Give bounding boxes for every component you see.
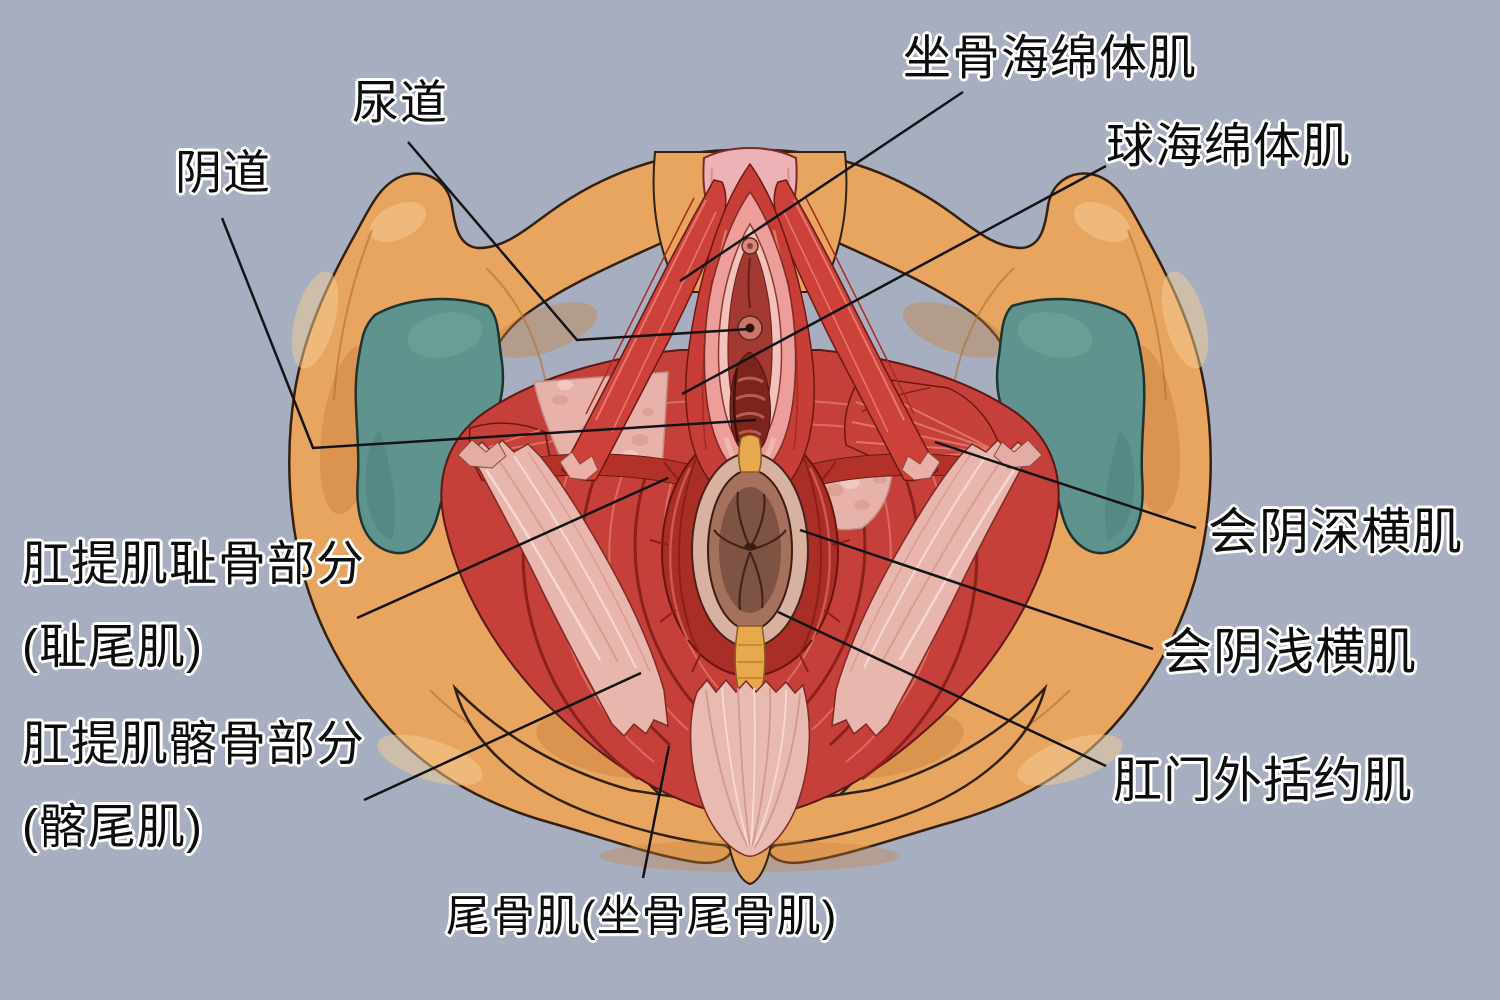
label-bulbocavernosus: 球海绵体肌	[1106, 120, 1352, 173]
leader-ischiocavernosus	[679, 90, 964, 283]
leader-anal-sphincter	[777, 610, 1107, 768]
sacrotuberous-ligament-left	[457, 438, 669, 738]
label-levator-ani-pubic-part: 肛提肌耻骨部分	[22, 538, 366, 591]
label-coccygeus: 尾骨肌(坐骨尾骨肌)	[446, 892, 838, 941]
label-urethra: 尿道	[352, 76, 448, 129]
anococcygeal-ligament	[734, 625, 766, 693]
leader-bulbocavernosus	[681, 164, 1107, 396]
label-levator-ani-iliac-part-alias: (髂尾肌)	[22, 801, 203, 854]
leader-coccygeus	[641, 745, 671, 879]
label-vagina: 阴道	[175, 146, 271, 199]
perineal-body	[738, 434, 762, 473]
leader-urethra	[407, 141, 751, 342]
label-external-anal-sphincter: 肛门外括约肌	[1113, 754, 1414, 808]
label-deep-transverse-perineal: 会阴深横肌	[1208, 504, 1463, 560]
leader-deep-transverse	[934, 440, 1197, 530]
coccygeus-muscle	[689, 678, 811, 857]
anus	[691, 452, 809, 648]
label-levator-ani-pubic-part-alias: (耻尾肌)	[22, 621, 203, 674]
leader-levator-iliac	[363, 671, 642, 802]
vaginal-opening	[729, 351, 771, 458]
label-levator-ani-iliac-part: 肛提肌髂骨部分	[22, 718, 366, 771]
leader-levator-pubic	[356, 476, 669, 620]
label-superficial-transverse-perineal: 会阴浅横肌	[1162, 624, 1417, 680]
leader-vagina	[220, 217, 757, 450]
label-ischiocavernosus: 坐骨海绵体肌	[903, 32, 1198, 85]
leader-lines	[220, 90, 1197, 879]
leader-superficial-transverse	[799, 528, 1154, 651]
